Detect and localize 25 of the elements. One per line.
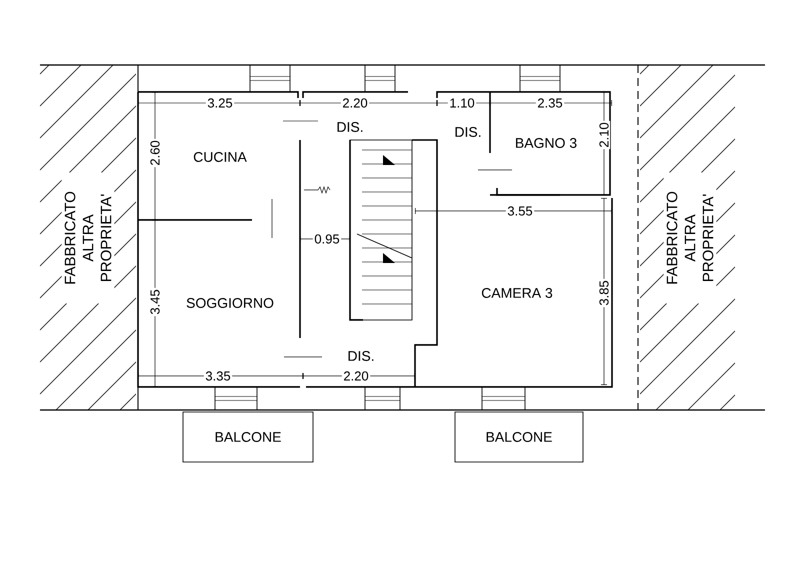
balcony-box: BALCONE <box>182 412 314 462</box>
room-label: BAGNO 3 <box>516 138 576 148</box>
dimension-label: 2.35 <box>536 96 564 110</box>
room-label: SOGGIORNO <box>186 298 274 308</box>
dimension-label: 3.85 <box>598 278 610 308</box>
hatched-area: FABBRICATO ALTRA PROPRIETA' <box>62 172 114 304</box>
dimension-label: 3.45 <box>148 288 162 316</box>
dimension-label: 2.20 <box>342 370 370 382</box>
dimension-label: 2.60 <box>148 138 162 168</box>
dimension-label: 3.35 <box>204 370 232 382</box>
dimension-label: 2.20 <box>340 96 370 110</box>
dimension-label: 2.10 <box>598 120 610 150</box>
room-label: DIS. <box>338 122 362 132</box>
hatched-area: FABBRICATO ALTRA PROPRIETA' <box>664 172 716 304</box>
room-label: DIS. <box>348 351 374 361</box>
room-label: DIS. <box>456 127 480 137</box>
dimension-label: 0.95 <box>312 232 342 246</box>
node-label: FABBRICATO ALTRA PROPRIETA' <box>666 192 714 284</box>
room-label: CAMERA 3 <box>482 288 552 298</box>
dimension-label: 1.10 <box>448 96 476 110</box>
dimension-label: 3.55 <box>506 204 534 218</box>
room-label: CUCINA <box>194 152 247 162</box>
balcony-box: BALCONE <box>454 412 584 462</box>
dimension-label: 3.25 <box>206 96 234 110</box>
node-label: FABBRICATO ALTRA PROPRIETA' <box>64 192 112 284</box>
